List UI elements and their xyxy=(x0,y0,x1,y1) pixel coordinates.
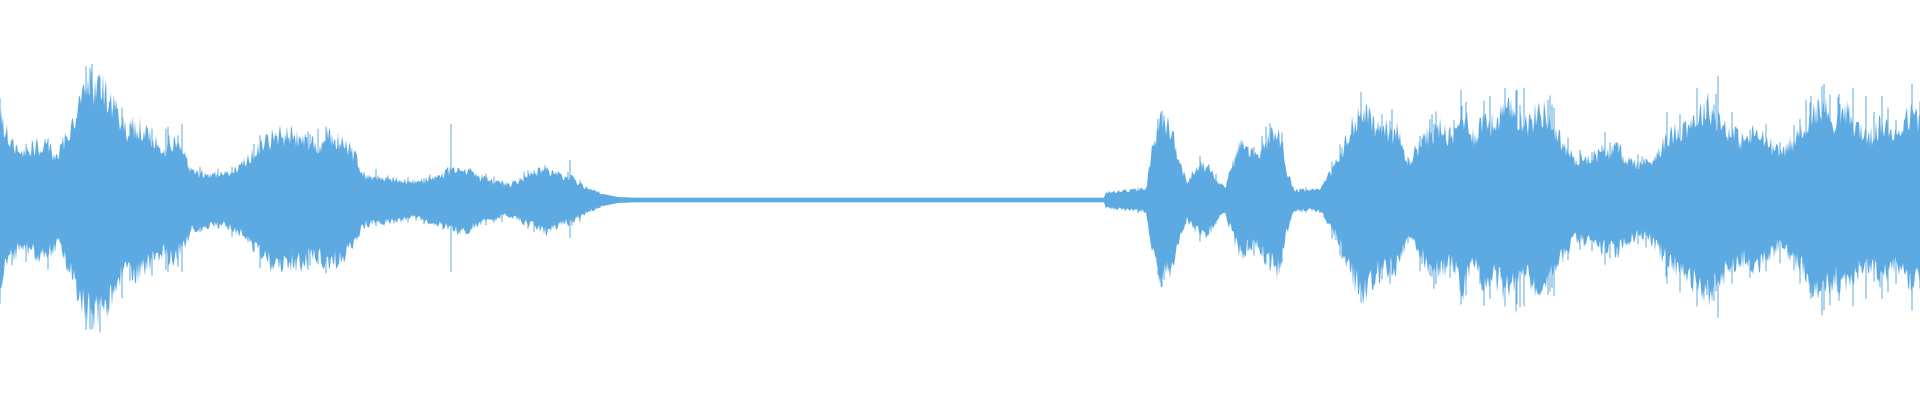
waveform-transients xyxy=(0,64,1920,333)
